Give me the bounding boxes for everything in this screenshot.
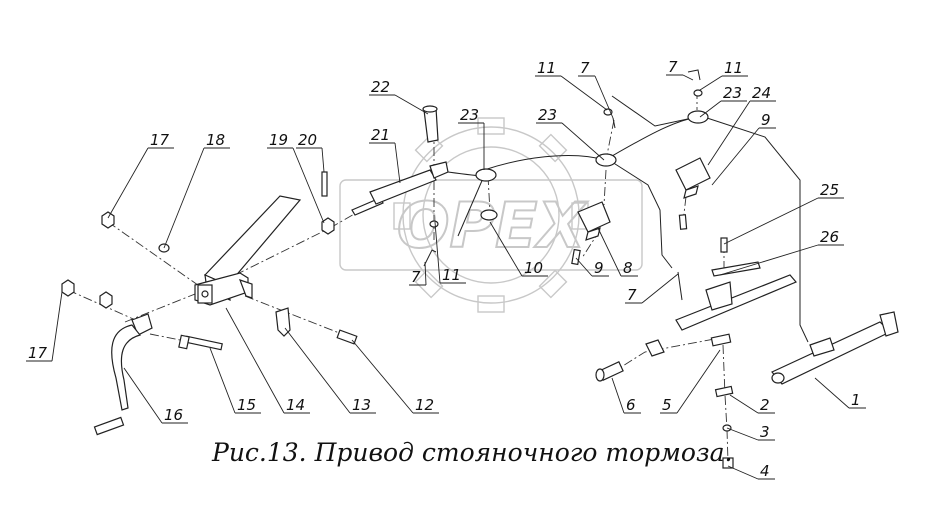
callout-number: 4: [760, 462, 770, 480]
cotter-pins-7: [423, 69, 701, 301]
callout-leader: [123, 367, 188, 424]
callout-number: 23: [723, 84, 742, 102]
callout-number: 7: [668, 58, 678, 76]
callout-number: 11: [442, 266, 461, 284]
callout-leader: [458, 122, 485, 170]
callout-leader: [723, 197, 844, 245]
callout-number: 24: [752, 84, 771, 102]
callout-leader: [535, 75, 608, 111]
equalizer-beam: [645, 274, 797, 357]
callout-number: 10: [524, 259, 543, 277]
pin-25: [720, 237, 728, 253]
callout-number: 15: [237, 396, 256, 414]
plate-2: [714, 385, 734, 398]
callout-leader: [719, 244, 844, 276]
callout-leader: [107, 147, 174, 219]
clevis-pin-22: [422, 105, 439, 143]
callout-leader: [707, 100, 776, 166]
pulleys-23: [475, 110, 709, 182]
callout-leader: [660, 349, 721, 414]
callout-number: 7: [627, 286, 637, 304]
parking-brake-lever: [194, 195, 302, 306]
callout-leader: [434, 221, 466, 284]
pin-6: [595, 361, 624, 382]
callout-number: 22: [371, 78, 390, 96]
callout-number: 19: [269, 131, 288, 149]
callout-number: 9: [761, 111, 771, 129]
callout-leader: [575, 257, 609, 277]
callout-leader: [409, 261, 427, 286]
callout-leader: [711, 127, 776, 186]
callout-number: 2: [760, 396, 770, 414]
callout-number: 20: [298, 131, 317, 149]
callout-leader: [26, 291, 63, 362]
callout-leader: [625, 273, 679, 304]
callout-leader: [726, 427, 775, 441]
washers-11: [429, 89, 703, 228]
adjuster-rod-21: [351, 161, 449, 216]
strip-26: [711, 261, 761, 277]
callout-number: 8: [623, 259, 633, 277]
brackets-8-24: [577, 157, 711, 241]
nut-4: [722, 457, 734, 469]
callout-leader: [489, 221, 548, 277]
callout-number: 21: [371, 126, 390, 144]
brake-cables: [447, 95, 809, 343]
callout-leader: [225, 307, 310, 414]
callout-number: 11: [724, 59, 743, 77]
callout-leader: [267, 147, 325, 224]
clip-13: [275, 307, 291, 337]
lever-bracket: [93, 313, 153, 436]
callout-number: 25: [820, 181, 839, 199]
callout-number: 23: [460, 106, 479, 124]
nuts-17: [61, 211, 115, 309]
callout-leader: [284, 327, 376, 414]
callout-number: 9: [594, 259, 604, 277]
callout-number: 5: [662, 396, 672, 414]
callout-number: 18: [206, 131, 225, 149]
callout-number: 1: [851, 391, 861, 409]
callout-number: 23: [538, 106, 557, 124]
callout-leader: [351, 339, 439, 414]
intermediate-lever-1: [771, 311, 899, 385]
callout-leader: [163, 147, 230, 249]
pin-20: [321, 171, 328, 197]
callout-leader: [727, 465, 775, 480]
callout-leader: [699, 75, 748, 91]
callout-number: 11: [537, 59, 556, 77]
callout-leader: [369, 142, 401, 184]
callout-leader: [699, 100, 747, 118]
nut-19: [321, 217, 335, 235]
callout-number: 16: [164, 406, 183, 424]
callout-leader: [666, 74, 694, 81]
callout-number: 6: [626, 396, 636, 414]
callout-number: 17: [150, 131, 170, 149]
callout-leader: [209, 347, 261, 414]
callout-number: 7: [411, 268, 421, 286]
callout-leader: [296, 147, 325, 173]
plate-5: [710, 333, 732, 347]
bolt-15: [178, 334, 223, 351]
callout-leader: [597, 227, 638, 277]
callout-number: 13: [352, 396, 371, 414]
callout-number: 26: [820, 228, 839, 246]
callout-leader: [729, 394, 775, 414]
callout-leader: [536, 122, 605, 161]
callout-leader: [369, 94, 429, 115]
callout-number: 12: [415, 396, 434, 414]
callout-number: 17: [28, 344, 48, 362]
callout-leader: [578, 75, 614, 119]
callout-leader: [611, 377, 641, 414]
callout-number: 7: [580, 59, 590, 77]
figure-caption: Рис.13. Привод стояночного тормоза.: [212, 438, 733, 467]
callout-number: 3: [760, 423, 770, 441]
callout-leader: [814, 377, 866, 409]
washer-10: [480, 209, 498, 221]
callout-number: 14: [286, 396, 305, 414]
